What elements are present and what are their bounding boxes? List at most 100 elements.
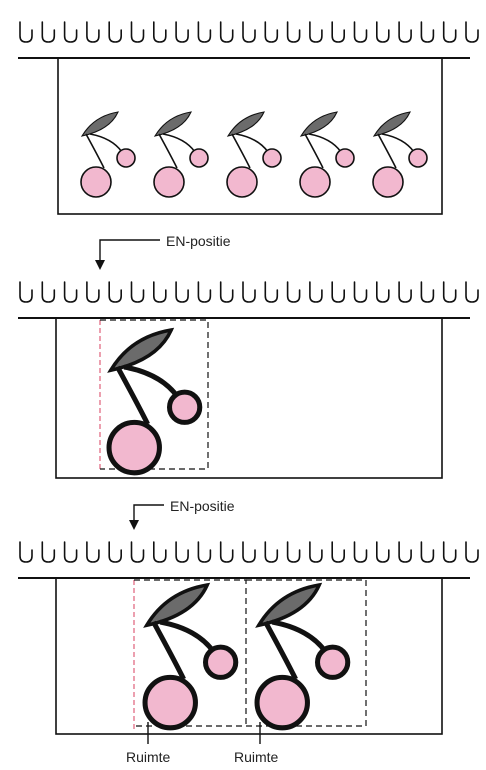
print-hook (309, 21, 323, 43)
panel-2: EN-positie (18, 233, 479, 479)
print-hook (242, 541, 256, 563)
print-hook (153, 541, 167, 563)
frame-3 (55, 577, 443, 735)
panel-3: EN-positie Ruimte Ruimte (18, 498, 479, 765)
cherry-big (106, 419, 162, 476)
en-positie-arrowhead-2 (95, 260, 105, 270)
print-head-hooks-3 (19, 541, 479, 563)
print-hook (442, 281, 457, 303)
frame-2 (55, 317, 443, 479)
print-hook (86, 281, 100, 303)
print-hook (376, 21, 390, 43)
print-hook (420, 21, 435, 43)
cherry-leaf (372, 111, 411, 137)
print-hook (309, 541, 323, 563)
cherry-small (203, 644, 239, 680)
print-hook (286, 541, 301, 563)
en-positie-arrow-3 (133, 504, 164, 522)
cherry-icon (372, 111, 428, 198)
cell-box-2 (100, 319, 209, 470)
frame-1 (57, 57, 443, 215)
cherry-icon (254, 582, 351, 731)
print-hook (353, 541, 368, 563)
print-hook (442, 21, 457, 43)
print-hook (108, 21, 122, 43)
print-hook (197, 541, 212, 563)
print-hook (465, 281, 479, 303)
cherry-stem (263, 620, 298, 681)
print-hook (219, 281, 234, 303)
cherry-stem (89, 133, 123, 153)
cherry-stem (377, 133, 397, 169)
print-hook (264, 281, 279, 303)
cherry-big (80, 166, 112, 198)
space-label-1: Ruimte (126, 749, 171, 765)
cherry-small (315, 644, 351, 680)
cherry-small (167, 389, 203, 425)
cherry-big (254, 674, 310, 731)
cherry-leaf (153, 111, 192, 137)
print-hook (286, 21, 301, 43)
print-hook (86, 21, 100, 43)
cherry-icon (142, 582, 239, 731)
print-hook (398, 541, 412, 563)
cherry-leaf (80, 111, 119, 137)
print-hook (309, 281, 323, 303)
cherry-icon (153, 111, 209, 198)
cherry-leaf (255, 582, 323, 628)
print-hook (86, 541, 100, 563)
cherry-icon (226, 111, 282, 198)
cell-box-3b (134, 579, 367, 727)
cherry-small (116, 148, 136, 168)
print-hook (219, 21, 234, 43)
cherry-large-2 (106, 327, 203, 476)
print-hook (376, 281, 390, 303)
print-hook (242, 21, 256, 43)
cherry-stem (231, 133, 251, 169)
print-hook (41, 541, 56, 563)
en-positie-arrowhead-3 (129, 520, 139, 530)
print-hook (41, 21, 56, 43)
print-hook (197, 21, 212, 43)
print-hook (19, 541, 33, 563)
print-hook (465, 21, 479, 43)
cherry-small (335, 148, 355, 168)
print-hook (331, 21, 345, 43)
print-head-hooks-2 (19, 281, 479, 303)
print-hook (197, 281, 212, 303)
panel-1 (18, 21, 479, 215)
cherry-icon (299, 111, 355, 198)
cherry-leaf (107, 327, 175, 373)
cherry-big (226, 166, 258, 198)
en-positie-label-3: EN-positie (170, 498, 235, 514)
print-hook (219, 541, 234, 563)
cherry-stem (151, 620, 186, 681)
print-hook (130, 21, 145, 43)
cherry-icon (80, 111, 136, 198)
print-hook (175, 21, 189, 43)
cherry-icon (106, 327, 203, 476)
print-hook (19, 21, 33, 43)
cherry-big (299, 166, 331, 198)
print-hook (442, 541, 457, 563)
print-hook (153, 21, 167, 43)
print-hook (420, 541, 435, 563)
cherry-stem (162, 133, 196, 153)
print-hook (264, 21, 279, 43)
cherry-leaf (299, 111, 338, 137)
print-hook (420, 281, 435, 303)
cherry-stem (85, 133, 105, 169)
print-hook (108, 281, 122, 303)
print-hook (398, 281, 412, 303)
en-positie-arrow-2 (99, 239, 160, 262)
cherry-row-1 (80, 111, 428, 198)
cherry-big (153, 166, 185, 198)
cherry-stem (381, 133, 415, 153)
en-positie-label-2: EN-positie (166, 233, 231, 249)
cherry-leaf (226, 111, 265, 137)
print-hook (331, 281, 345, 303)
print-hook (63, 541, 78, 563)
cherry-small (189, 148, 209, 168)
space-label-2: Ruimte (234, 749, 279, 765)
